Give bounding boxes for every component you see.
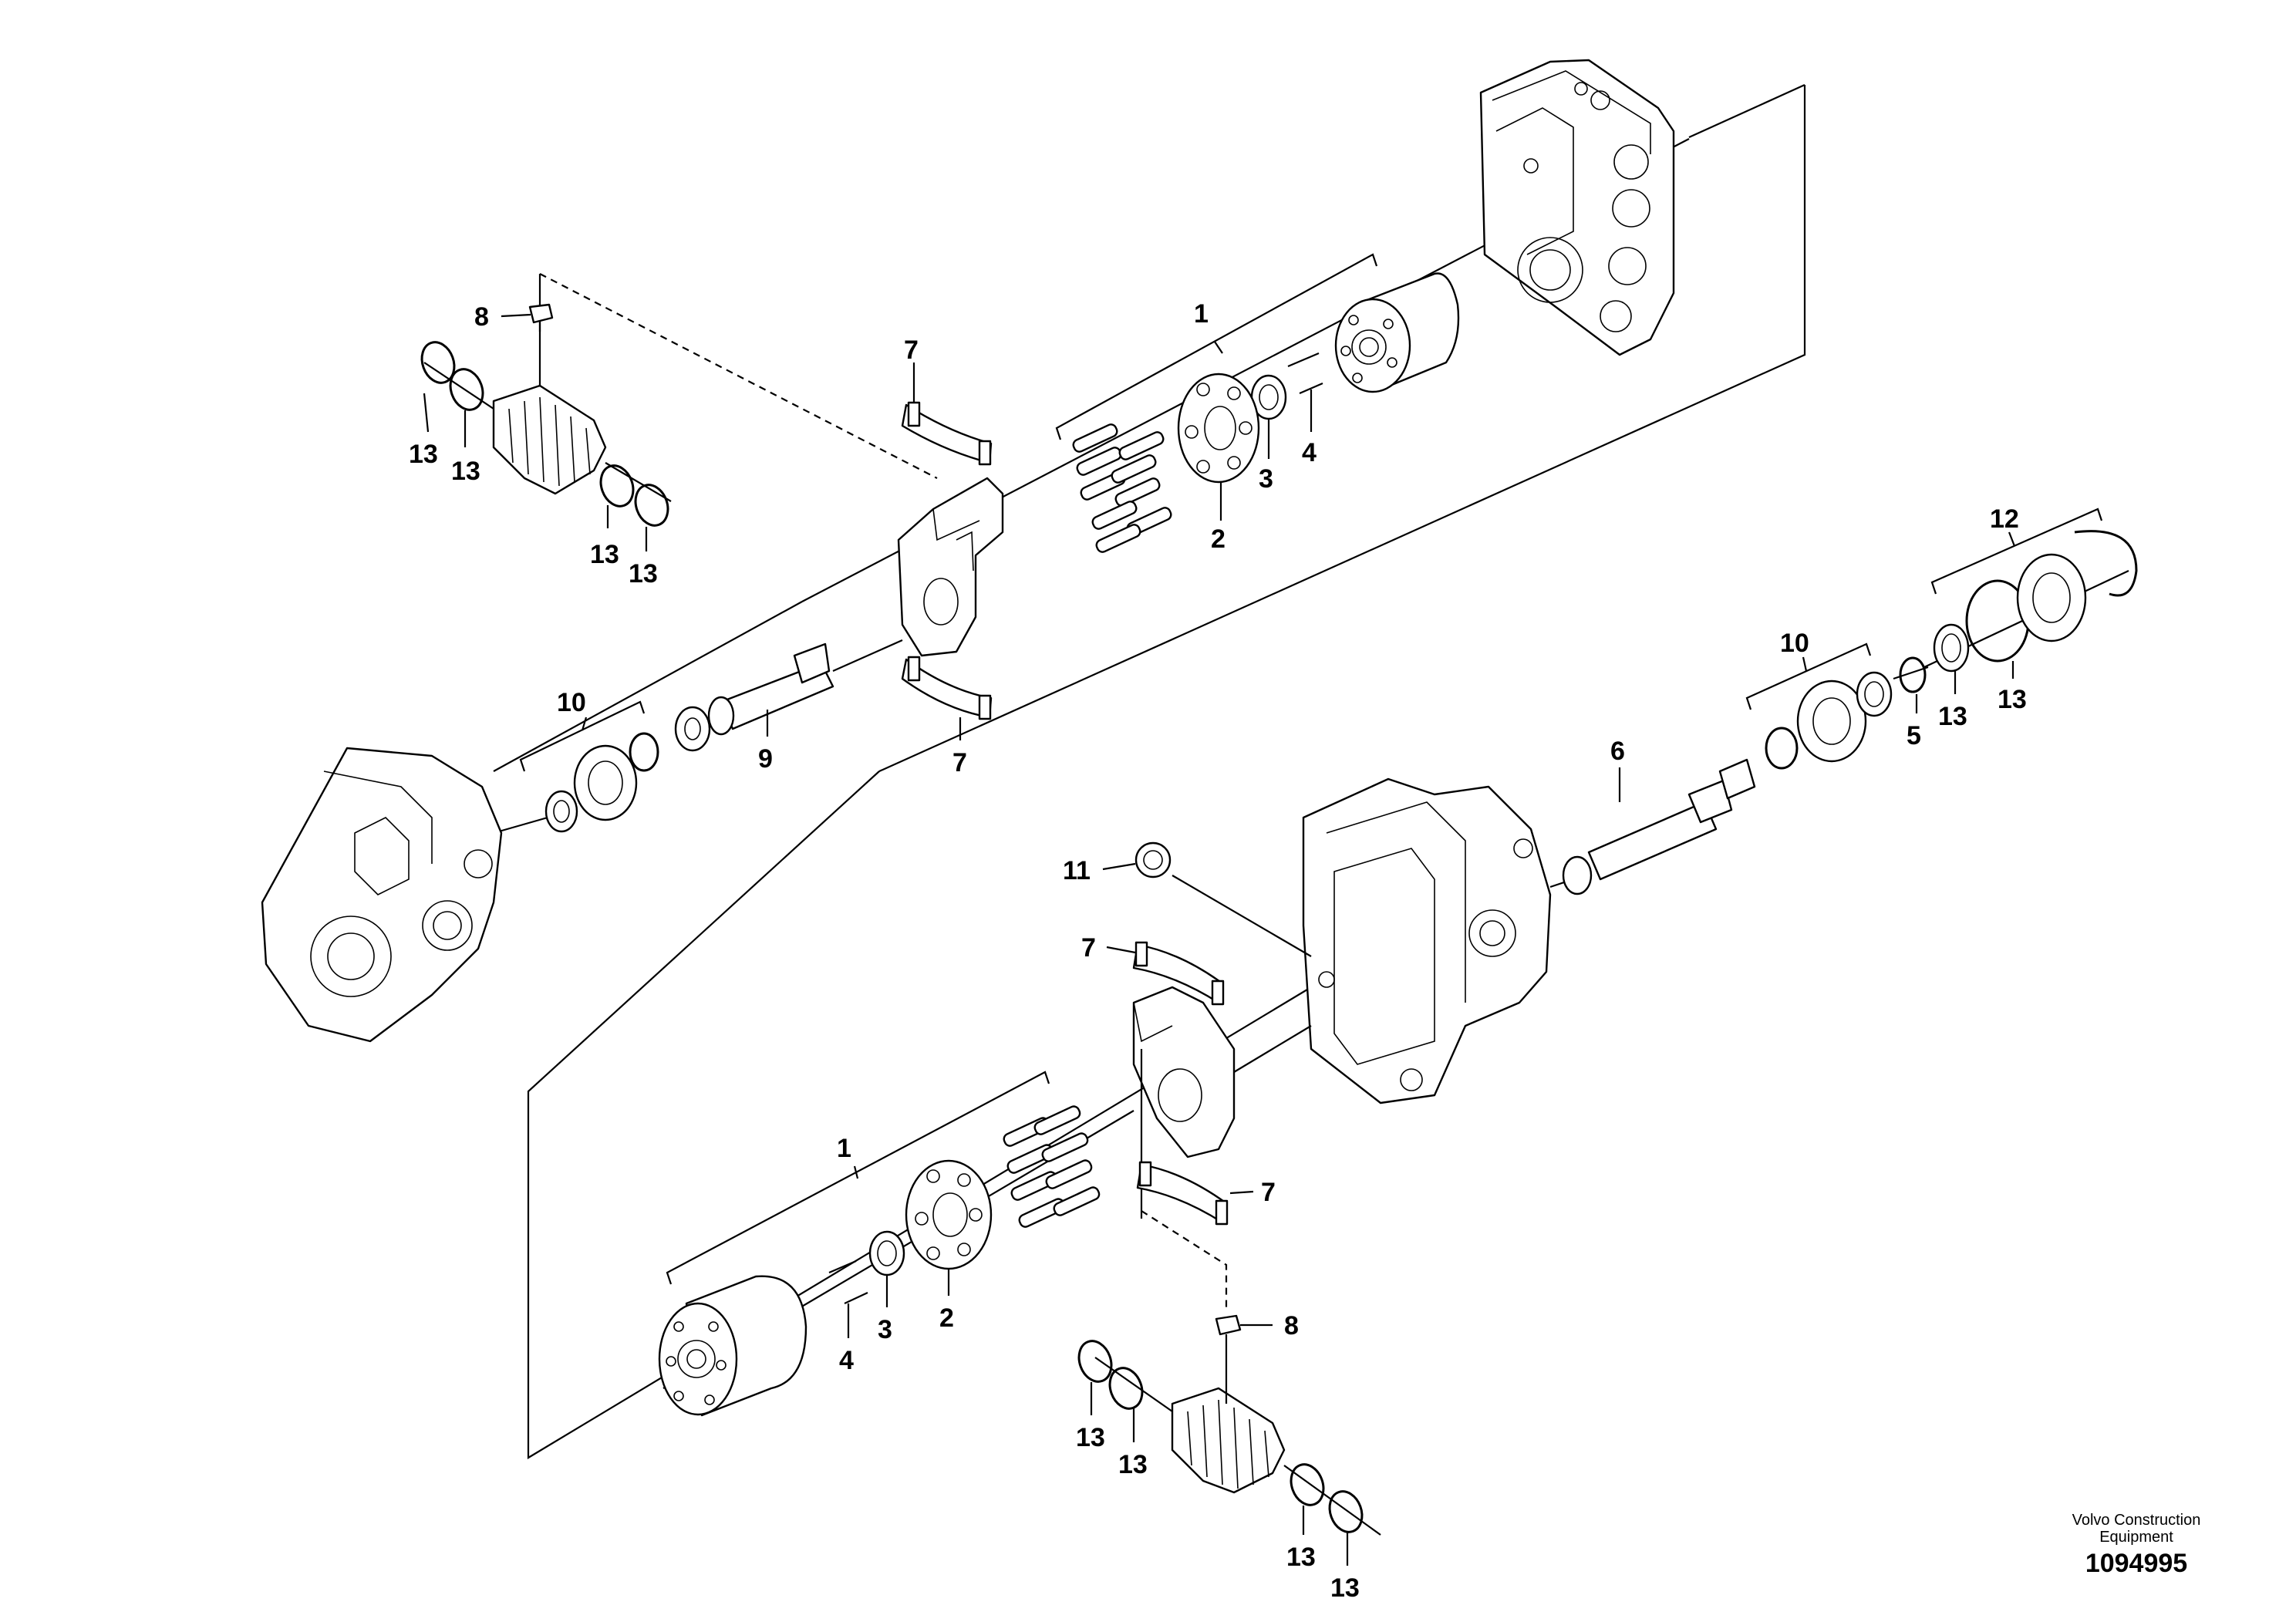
shaft-seal-kit: [1923, 530, 2138, 673]
callout-13-lower-3: 13: [1286, 1543, 1316, 1572]
retainer-plate-lower: [905, 1159, 993, 1270]
servo-piston-lower: [1094, 1334, 1381, 1536]
bearing-lower-right: [1765, 666, 1929, 770]
callout-13-upper-3: 13: [590, 540, 619, 569]
callout-7-lower-2: 7: [1261, 1178, 1276, 1207]
callout-13-right-1: 13: [1938, 702, 1967, 731]
cradle-bearing-lower-top: [1132, 941, 1225, 1006]
callout-10-lower: 10: [1780, 629, 1809, 658]
plug: [1135, 841, 1312, 957]
swash-plate-lower: [1132, 986, 1312, 1219]
port-plate-housing-upper: [1479, 59, 1675, 356]
callout-8-upper: 8: [474, 302, 489, 332]
pins-upper: [1287, 352, 1323, 395]
pistons-lower: [1003, 1105, 1101, 1228]
servo-cap-upper: [528, 303, 554, 324]
callout-13-upper-1: 13: [409, 440, 438, 469]
o-rings-lower: [1077, 1340, 1364, 1533]
callout-leaders: [423, 253, 2103, 1566]
callout-6: 6: [1610, 737, 1625, 766]
callout-2-lower: 2: [939, 1303, 954, 1333]
publisher-name-line1: Volvo Construction: [2072, 1512, 2201, 1529]
callout-12: 12: [1990, 504, 2019, 534]
pistons-upper: [1072, 423, 1172, 553]
callout-7-upper-1: 7: [904, 336, 919, 365]
callout-5: 5: [1907, 721, 1921, 750]
callout-3-lower: 3: [878, 1315, 892, 1344]
shaft-upper: [674, 639, 903, 752]
o-rings-upper: [420, 341, 669, 527]
snap-ring-lower: [1899, 656, 1927, 693]
cylinder-block-lower: [658, 1275, 807, 1417]
servo-cap-lower: [1215, 1314, 1242, 1336]
callout-13-upper-4: 13: [629, 559, 658, 588]
shaft-lower: [1549, 758, 1756, 895]
publisher-block: Volvo Construction Equipment 1094995: [2021, 1512, 2252, 1579]
callout-13-upper-2: 13: [451, 457, 480, 486]
callout-1-lower: 1: [837, 1134, 851, 1163]
callout-labels: 8 13 13 13 13 7 7 1 2 3 4 10 9 12 10 5 1…: [409, 299, 2027, 1603]
callout-10-upper: 10: [557, 688, 586, 717]
callout-2-upper: 2: [1211, 524, 1226, 554]
cradle-bearing-lower-bottom: [1136, 1161, 1229, 1226]
pins-lower: [828, 1259, 868, 1304]
callout-4-lower: 4: [839, 1346, 854, 1375]
retainer-plate-upper: [1177, 373, 1260, 484]
cradle-bearing-upper-top: [901, 401, 993, 466]
callout-11: 11: [1063, 856, 1091, 885]
spherical-bush-lower: [868, 1230, 905, 1276]
callout-13-lower-1: 13: [1076, 1423, 1105, 1452]
publisher-name-line2: Equipment: [2099, 1529, 2173, 1546]
drawing-number: 1094995: [2085, 1549, 2188, 1578]
servo-piston-upper: [423, 316, 672, 502]
callout-13-lower-2: 13: [1118, 1450, 1148, 1479]
callout-8-lower: 8: [1284, 1311, 1299, 1340]
callout-9: 9: [758, 744, 773, 774]
callout-4-upper: 4: [1302, 438, 1317, 467]
callout-1-upper: 1: [1194, 299, 1209, 329]
callout-13-right-2: 13: [1998, 685, 2027, 714]
callout-13-lower-4: 13: [1330, 1573, 1360, 1603]
main-housing-center: [1302, 777, 1552, 1104]
upper-assembly-envelope: [538, 83, 1806, 773]
callout-3-upper: 3: [1259, 464, 1273, 494]
callout-7-lower-1: 7: [1081, 933, 1096, 963]
callout-7-upper-2: 7: [952, 748, 967, 777]
swash-plate-upper: [897, 477, 1004, 657]
front-housing-left: [261, 747, 503, 1043]
bearing-upper-left: [493, 732, 659, 835]
cylinder-block-upper: [1334, 272, 1460, 393]
cradle-bearing-upper-bottom: [901, 656, 993, 720]
